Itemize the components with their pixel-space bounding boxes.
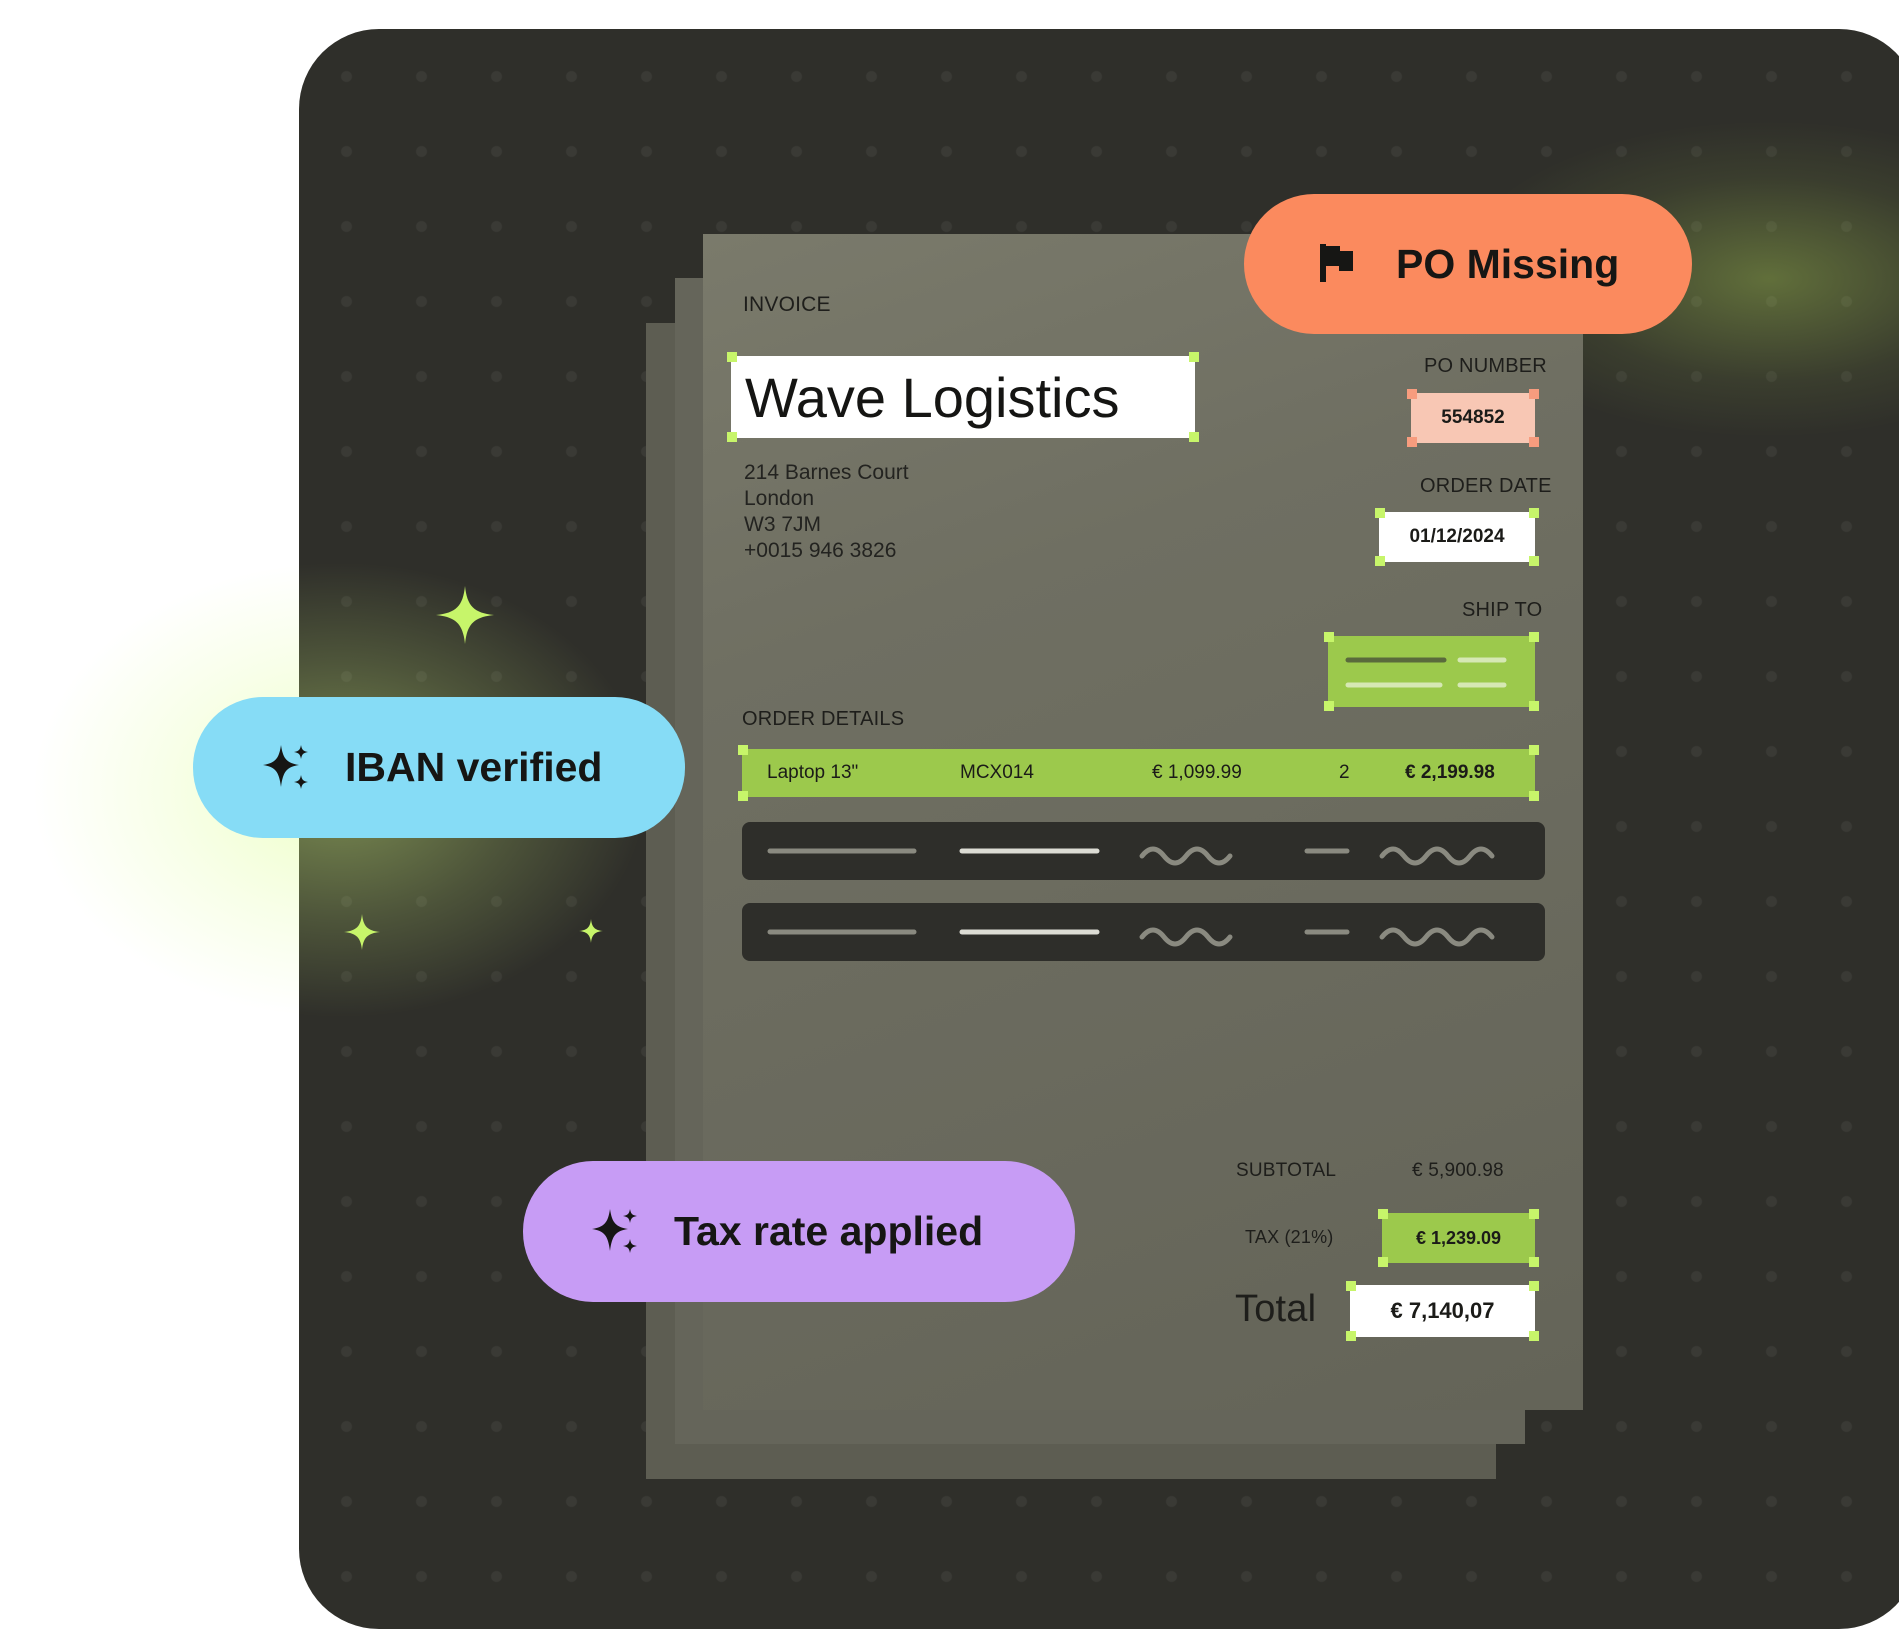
total-label: Total (1235, 1288, 1317, 1330)
selection-handle (738, 791, 748, 801)
selection-handle (727, 432, 737, 442)
placeholder-order-row (742, 822, 1545, 880)
sparkle-icon (344, 914, 380, 950)
tax-label: TAX (21%) (1245, 1227, 1334, 1247)
order-date-field[interactable]: 01/12/2024 (1375, 508, 1539, 566)
tax-field[interactable]: € 1,239.09 (1378, 1209, 1539, 1267)
selection-handle (727, 352, 737, 362)
ship-to-field[interactable] (1324, 632, 1539, 711)
invoice-heading: INVOICE (743, 293, 831, 316)
selection-handle (1378, 1257, 1388, 1267)
order-details-label: ORDER DETAILS (742, 708, 905, 730)
flag-icon (1320, 244, 1353, 282)
tax-rate-applied-label: Tax rate applied (674, 1208, 984, 1254)
selection-handle (1407, 437, 1417, 447)
selection-handle (1529, 1209, 1539, 1219)
po-missing-label: PO Missing (1396, 240, 1620, 287)
placeholder-order-row (742, 903, 1545, 961)
sparkle-icon (436, 586, 494, 644)
placeholder-lines (767, 846, 1495, 866)
selection-handle (1324, 701, 1334, 711)
tax-value: € 1,239.09 (1415, 1227, 1502, 1248)
order-date-value: 01/12/2024 (1409, 526, 1505, 547)
selection-handle (1529, 745, 1539, 755)
item-line-total: € 2,199.98 (1405, 762, 1495, 783)
selection-handle (1529, 1331, 1539, 1341)
subtotal-value: € 5,900.98 (1412, 1160, 1504, 1181)
order-line-item[interactable]: Laptop 13" MCX014 € 1,099.99 2 € 2,199.9… (738, 745, 1539, 801)
total-field[interactable]: € 7,140,07 (1346, 1281, 1539, 1341)
po-number-field[interactable]: 554852 (1407, 389, 1539, 447)
iban-verified-badge[interactable]: IBAN verified (193, 697, 685, 838)
subtotal-label: SUBTOTAL (1236, 1160, 1337, 1181)
address-line: 214 Barnes Court (744, 461, 909, 484)
selection-handle (1529, 701, 1539, 711)
selection-handle (1346, 1281, 1356, 1291)
selection-handle (1189, 432, 1199, 442)
selection-handle (1407, 389, 1417, 399)
company-name-field[interactable]: Wave Logistics (727, 352, 1199, 442)
company-name: Wave Logistics (745, 365, 1120, 429)
address-line: London (744, 487, 815, 510)
selection-handle (1529, 556, 1539, 566)
placeholder-lines (767, 927, 1495, 947)
selection-handle (1529, 1281, 1539, 1291)
po-number-value: 554852 (1441, 407, 1505, 428)
item-sku: MCX014 (960, 762, 1034, 783)
selection-handle (1529, 791, 1539, 801)
sparkle-icon (263, 745, 308, 789)
selection-handle (1189, 352, 1199, 362)
iban-verified-label: IBAN verified (345, 744, 603, 790)
ship-to-label: SHIP TO (1462, 599, 1543, 621)
selection-handle (1375, 508, 1385, 518)
selection-handle (1529, 1257, 1539, 1267)
redacted-address-lines (1345, 657, 1507, 688)
address-line: W3 7JM (744, 513, 822, 536)
order-date-label: ORDER DATE (1420, 475, 1552, 497)
selection-handle (1324, 632, 1334, 642)
item-name: Laptop 13" (767, 762, 859, 783)
sparkle-icon (592, 1209, 637, 1253)
selection-handle (1529, 632, 1539, 642)
address-phone: +0015 946 3826 (744, 539, 897, 562)
selection-handle (1346, 1331, 1356, 1341)
po-missing-badge[interactable]: PO Missing (1244, 194, 1692, 334)
selection-handle (1529, 437, 1539, 447)
tax-rate-applied-badge[interactable]: Tax rate applied (523, 1161, 1075, 1302)
selection-handle (1375, 556, 1385, 566)
item-unit-price: € 1,099.99 (1152, 762, 1242, 783)
selection-handle (1529, 508, 1539, 518)
total-value: € 7,140,07 (1390, 1298, 1495, 1323)
item-quantity: 2 (1339, 762, 1350, 783)
company-address: 214 Barnes Court London W3 7JM +0015 946… (744, 460, 909, 564)
selection-handle (1378, 1209, 1388, 1219)
sparkle-icon (579, 919, 603, 943)
po-number-label: PO NUMBER (1424, 355, 1547, 377)
selection-handle (738, 745, 748, 755)
selection-handle (1529, 389, 1539, 399)
